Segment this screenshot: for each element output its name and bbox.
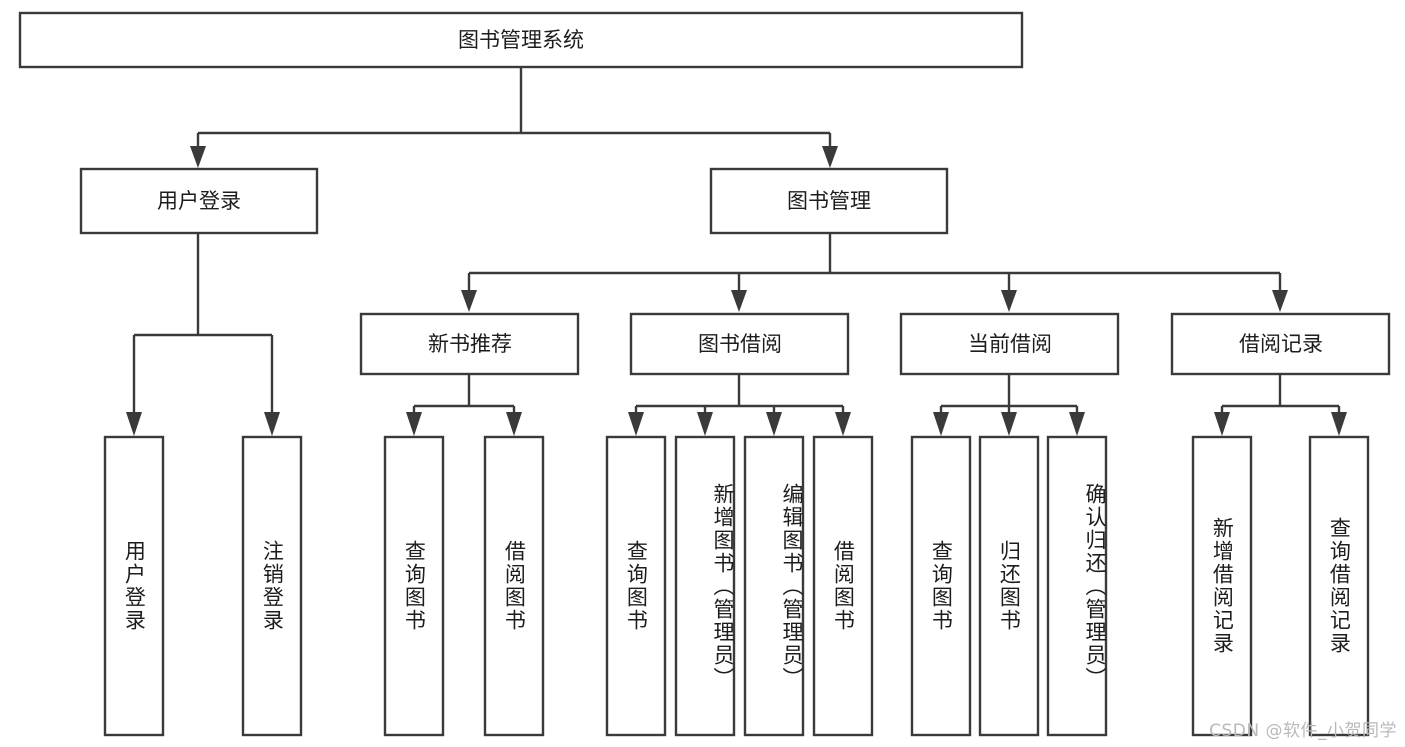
arrow-curr-leaf-2 bbox=[1001, 412, 1017, 436]
node-user-login-label: 用户登录 bbox=[157, 189, 241, 213]
leaf-box-add-book-admin[interactable] bbox=[674, 435, 736, 737]
arrow-to-recs bbox=[1272, 290, 1288, 312]
leaf-box-add-borrow-record[interactable] bbox=[1191, 435, 1253, 737]
leaf-box-group bbox=[103, 435, 1370, 737]
arrow-recs-leaf-1 bbox=[1214, 412, 1230, 436]
node-book-management[interactable]: 图书管理 bbox=[709, 167, 949, 235]
arrow-borrow-leaf-4 bbox=[835, 412, 851, 436]
leaf-box-return-book[interactable] bbox=[978, 435, 1040, 737]
leaf-box-query-borrow-record[interactable] bbox=[1308, 435, 1370, 737]
leaf-box-newrec-borrow-book[interactable] bbox=[483, 435, 545, 737]
leaf-box-borrow-query-book[interactable] bbox=[605, 435, 667, 737]
node-current-borrow-box[interactable] bbox=[899, 312, 1120, 376]
arrow-to-newrec bbox=[461, 290, 477, 312]
watermark-text: CSDN @软件_小贺同学 bbox=[1209, 721, 1397, 741]
leaf-box-logout[interactable] bbox=[241, 435, 303, 737]
arrow-login-leaf-2 bbox=[264, 412, 280, 436]
node-new-book-recommend-label: 新书推荐 bbox=[428, 332, 512, 356]
node-new-book-recommend[interactable]: 新书推荐 bbox=[359, 312, 580, 376]
node-user-login[interactable]: 用户登录 bbox=[79, 167, 319, 235]
node-current-borrow-label: 当前借阅 bbox=[968, 332, 1052, 356]
node-borrow-records[interactable]: 借阅记录 bbox=[1170, 312, 1391, 376]
arrow-login-leaf-1 bbox=[126, 412, 142, 436]
node-book-borrow-box[interactable] bbox=[629, 312, 850, 376]
node-book-borrow-label: 图书借阅 bbox=[698, 332, 782, 356]
arrow-borrow-leaf-3 bbox=[766, 412, 782, 436]
arrow-borrow-leaf-2 bbox=[697, 412, 713, 436]
leaf-box-curr-query-book[interactable] bbox=[910, 435, 972, 737]
arrow-to-bookmg bbox=[822, 146, 838, 168]
node-root-box[interactable] bbox=[18, 11, 1024, 69]
connector-group bbox=[126, 67, 1347, 436]
arrow-borrow-leaf-1 bbox=[628, 412, 644, 436]
arrow-newrec-leaf-1 bbox=[406, 412, 422, 436]
leaf-box-confirm-return-admin[interactable] bbox=[1046, 435, 1108, 737]
leaf-box-newrec-query-book[interactable] bbox=[383, 435, 445, 737]
node-current-borrow[interactable]: 当前借阅 bbox=[899, 312, 1120, 376]
leaf-box-edit-book-admin[interactable] bbox=[743, 435, 805, 737]
arrow-to-borrow bbox=[731, 290, 747, 312]
arrow-newrec-leaf-2 bbox=[506, 412, 522, 436]
node-root[interactable]: 图书管理系统 bbox=[18, 11, 1024, 69]
leaf-box-user-login[interactable] bbox=[103, 435, 165, 737]
node-borrow-records-label: 借阅记录 bbox=[1239, 332, 1323, 356]
node-user-login-box[interactable] bbox=[79, 167, 319, 235]
arrow-curr-leaf-1 bbox=[933, 412, 949, 436]
node-new-book-recommend-box[interactable] bbox=[359, 312, 580, 376]
arrow-to-curr bbox=[1001, 290, 1017, 312]
node-borrow-records-box[interactable] bbox=[1170, 312, 1391, 376]
leaf-box-borrow-book[interactable] bbox=[812, 435, 874, 737]
arrow-to-login bbox=[190, 146, 206, 168]
arrow-recs-leaf-2 bbox=[1331, 412, 1347, 436]
node-book-borrow[interactable]: 图书借阅 bbox=[629, 312, 850, 376]
node-root-label: 图书管理系统 bbox=[458, 28, 584, 52]
node-book-management-box[interactable] bbox=[709, 167, 949, 235]
node-book-management-label: 图书管理 bbox=[787, 189, 871, 213]
arrow-curr-leaf-3 bbox=[1069, 412, 1085, 436]
